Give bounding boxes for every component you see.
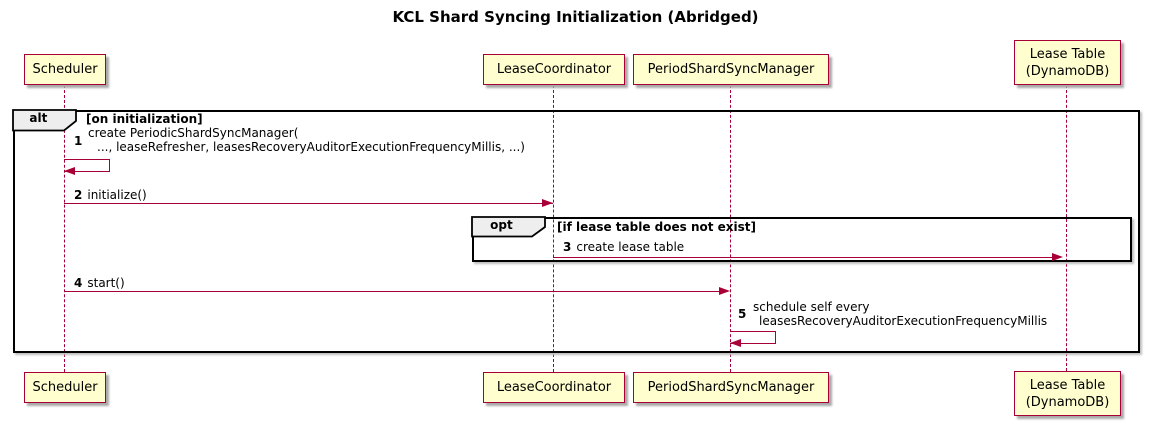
participant-label: (DynamoDB) xyxy=(1025,394,1110,410)
alt-operator-label: alt xyxy=(29,111,48,125)
participant-lease-coordinator-bottom: LeaseCoordinator xyxy=(483,372,625,403)
participant-scheduler-bottom: Scheduler xyxy=(24,372,106,403)
participant-scheduler-top: Scheduler xyxy=(24,54,106,85)
participant-label: Lease Table xyxy=(1029,46,1106,62)
alt-frame xyxy=(13,110,1140,353)
participant-lease-table-bottom: Lease Table (DynamoDB) xyxy=(1014,371,1121,416)
message-1-self-arrow xyxy=(64,159,110,172)
opt-frame xyxy=(472,217,1132,262)
participant-lease-coordinator-top: LeaseCoordinator xyxy=(483,54,625,85)
opt-operator-label: opt xyxy=(490,218,513,232)
diagram-title: KCL Shard Syncing Initialization (Abridg… xyxy=(392,8,759,26)
message-1-number: 1 xyxy=(74,134,83,148)
message-5-number: 5 xyxy=(738,307,747,321)
pentagon-shape-icon xyxy=(12,109,77,132)
lifeline-scheduler xyxy=(64,85,65,372)
message-2-arrow xyxy=(64,203,553,204)
lifeline-lease-table xyxy=(1066,85,1067,371)
participant-label: Lease Table xyxy=(1029,377,1106,393)
lifeline-lease-coordinator xyxy=(553,85,554,372)
participant-label: PeriodShardSyncManager xyxy=(647,62,815,77)
participant-label: LeaseCoordinator xyxy=(496,380,612,395)
opt-frame-pentagon: opt xyxy=(471,216,547,238)
participant-label: (DynamoDB) xyxy=(1025,63,1110,79)
message-3-arrowhead xyxy=(1052,253,1063,261)
participant-label: Scheduler xyxy=(32,62,98,77)
message-1-text: create PeriodicShardSyncManager( ..., le… xyxy=(88,126,525,154)
message-4-arrow xyxy=(64,291,720,292)
message-2-arrowhead xyxy=(542,199,553,207)
message-5-self-arrow xyxy=(730,331,776,344)
message-5-text: schedule self every leasesRecoveryAudito… xyxy=(753,300,1048,328)
participant-label: PeriodShardSyncManager xyxy=(647,380,815,395)
participant-lease-table-top: Lease Table (DynamoDB) xyxy=(1014,40,1121,85)
participant-label: LeaseCoordinator xyxy=(496,62,612,77)
message-3-number: 3 xyxy=(563,240,572,254)
message-2-number: 2 xyxy=(74,188,83,202)
message-3-arrow xyxy=(553,257,1053,258)
participant-period-shard-sync-manager-top: PeriodShardSyncManager xyxy=(633,54,829,85)
alt-condition: [on initialization] xyxy=(86,112,203,126)
message-4-number: 4 xyxy=(74,276,83,290)
message-5-arrowhead xyxy=(730,339,741,347)
opt-condition: [if lease table does not exist] xyxy=(557,220,757,234)
pentagon-shape-icon xyxy=(471,216,546,238)
participant-period-shard-sync-manager-bottom: PeriodShardSyncManager xyxy=(633,372,829,403)
lifeline-period-shard-sync-manager xyxy=(730,85,731,372)
participant-label: Scheduler xyxy=(32,380,98,395)
message-4-arrowhead xyxy=(719,287,730,295)
message-1-arrowhead xyxy=(64,167,75,175)
alt-frame-pentagon: alt xyxy=(12,109,78,132)
